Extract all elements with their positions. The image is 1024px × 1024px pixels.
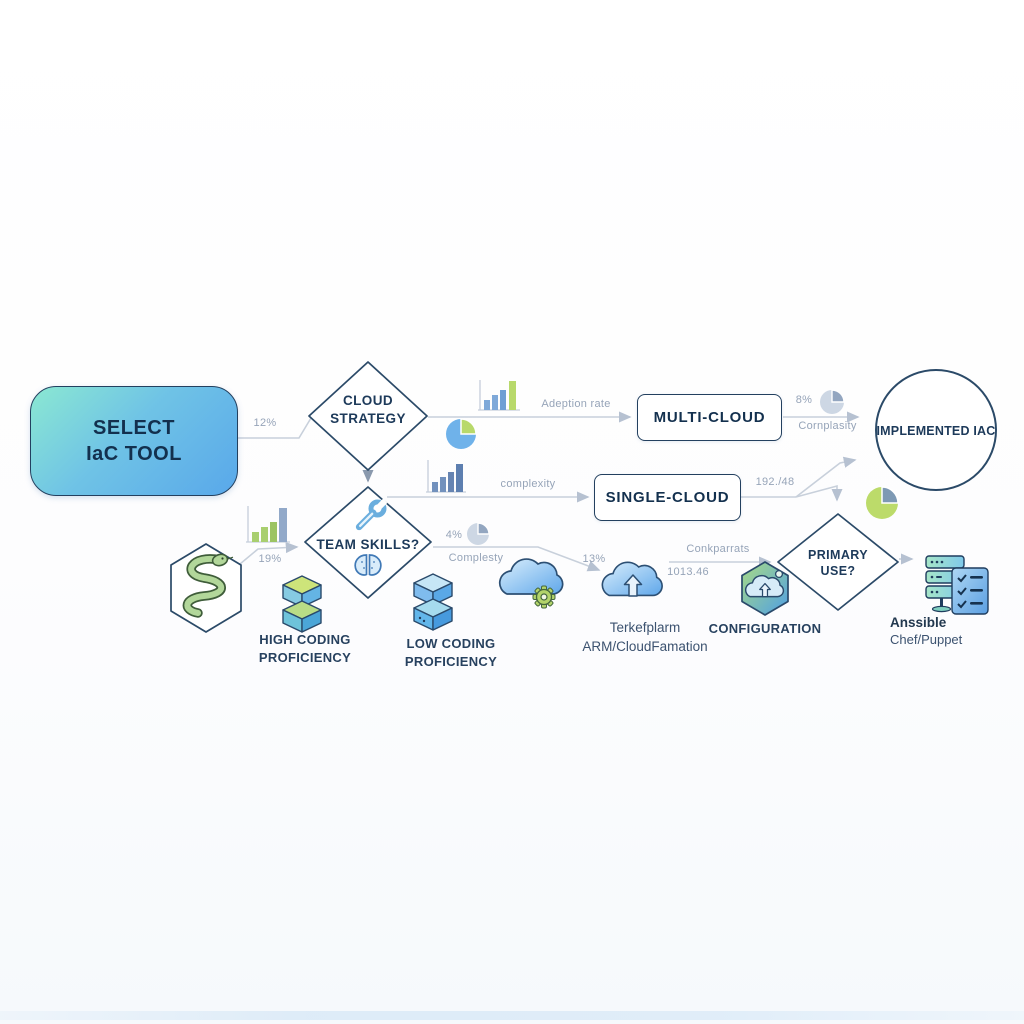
bar-chart-complexity-icon <box>426 460 466 493</box>
primary-use-label: PRIMARY USE? <box>790 547 886 580</box>
high-coding-line2: PROFICIENCY <box>258 649 352 665</box>
pie-chart-blue-icon <box>446 418 477 449</box>
low-coding-line1: LOW CODING <box>406 636 496 651</box>
multi-cloud-node: MULTI-CLOUD <box>637 394 782 441</box>
edge-single-to-iac <box>795 456 857 498</box>
cloud-strategy-diamond <box>308 361 428 471</box>
edge-label-192: 192./48 <box>755 476 795 488</box>
edge-label-cornplasity: Cornplasity <box>798 420 857 432</box>
ansible-label: Anssible Chef/Puppet <box>890 615 1010 647</box>
terraform-line2: ARM/CloudFamation <box>582 638 708 654</box>
cloud-strategy-line1: CLOUD <box>343 393 393 408</box>
edge-label-complesty: Complesty <box>448 552 504 564</box>
implemented-iac-label: IMPLEMENTED IAC <box>876 424 996 438</box>
single-cloud-node: SINGLE-CLOUD <box>594 474 741 521</box>
pie-chart-gray-skills-icon <box>467 522 490 545</box>
pie-chart-gray-multi-icon <box>820 389 845 414</box>
implemented-iac-circle <box>875 369 997 491</box>
ansible-line2: Chef/Puppet <box>890 632 963 647</box>
primary-use-line1: PRIMARY <box>808 548 868 562</box>
bar-chart-snake-icon <box>246 506 290 543</box>
terraform-label: Terkefplarm ARM/CloudFamation <box>556 619 734 657</box>
select-node-line1: SELECT <box>93 417 175 439</box>
cloud-upload-icon <box>601 561 663 597</box>
low-coding-label: LOW CODING PROFICIENCY <box>392 635 510 670</box>
bar-chart-adoption-icon <box>478 380 520 411</box>
bottom-tint-strip <box>0 1011 1024 1020</box>
configuration-label: CONFIGURATION <box>708 621 822 636</box>
terraform-line1: Terkefplarm <box>609 620 681 635</box>
edge-single-to-primary <box>795 484 843 502</box>
team-skills-label: TEAM SKILLS? <box>316 537 420 552</box>
edge-label-8pct: 8% <box>795 394 813 406</box>
hexagon-cloud-icon <box>741 561 789 616</box>
brain-icon <box>354 554 382 576</box>
edge-label-conkparrats: Conkparrats <box>686 543 750 555</box>
select-iac-tool-node: SELECT IaC TOOL <box>30 386 238 496</box>
cloud-strategy-label: CLOUD STRATEGY <box>310 392 426 427</box>
edge-snake-to-skills <box>239 541 299 565</box>
connector-lines <box>236 411 914 572</box>
cloud-strategy-line2: STRATEGY <box>330 410 406 426</box>
single-cloud-label: SINGLE-CLOUD <box>605 489 730 506</box>
edge-label-4pct: 4% <box>445 529 463 541</box>
primary-use-line2: USE? <box>820 564 856 579</box>
edge-skills-to-cloud <box>433 546 601 572</box>
edge-label-complexity: complexity <box>500 478 556 490</box>
primary-use-diamond <box>777 513 899 611</box>
high-coding-label: HIGH CODING PROFICIENCY <box>246 631 364 666</box>
multi-cloud-label: MULTI-CLOUD <box>653 409 766 426</box>
edge-label-1013: 1013.46 <box>667 566 709 578</box>
high-coding-line1: HIGH CODING <box>259 632 351 647</box>
select-node-line2: IaC TOOL <box>86 443 182 465</box>
edge-label-19pct: 19% <box>258 553 282 565</box>
edge-label-adoption-rate: Adeption rate <box>541 398 611 410</box>
pie-chart-green-icon <box>866 486 899 519</box>
edge-label-12pct: 12% <box>253 417 277 429</box>
server-checklist-icon <box>925 555 989 615</box>
edge-select-to-strategy <box>236 417 312 439</box>
ansible-line1: Anssible <box>890 615 947 630</box>
layers-stack-low-icon <box>413 573 453 631</box>
edge-label-13pct: 13% <box>582 553 606 565</box>
cloud-gear-icon <box>498 558 564 609</box>
team-skills-diamond <box>304 486 432 599</box>
python-snake-icon <box>182 553 234 618</box>
low-coding-line2: PROFICIENCY <box>404 653 498 669</box>
layers-stack-high-icon <box>282 575 322 633</box>
wrench-icon <box>355 498 388 531</box>
